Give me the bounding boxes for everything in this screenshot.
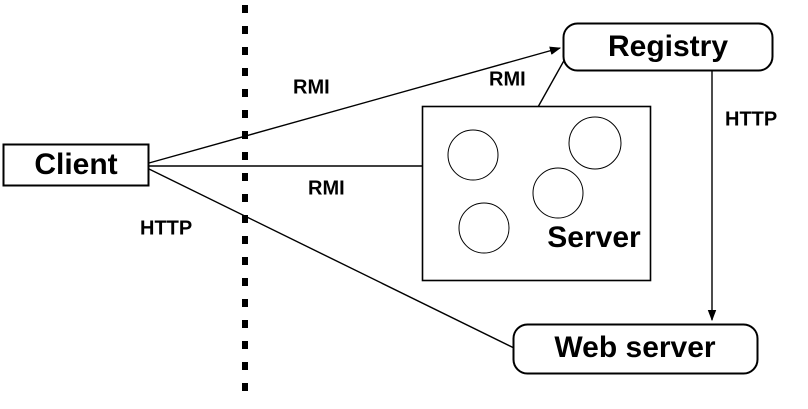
edge-label-rmi-client-registry: RMI (293, 76, 330, 98)
node-web-server[interactable]: Web server (512, 323, 759, 375)
edge-label-http-client-web-server: HTTP (140, 217, 192, 239)
edge-client-to-web-server (148, 168, 517, 350)
node-server[interactable]: Server (421, 105, 652, 282)
client-box[interactable] (2, 143, 150, 187)
client-label: Client (34, 148, 117, 181)
server-label: Server (547, 221, 641, 254)
web-server-box[interactable] (512, 323, 759, 375)
registry-box[interactable] (562, 22, 774, 72)
web-server-label: Web server (554, 331, 716, 364)
server-object-circle-3 (532, 167, 584, 219)
node-client[interactable]: Client (2, 143, 150, 187)
server-object-circle-1 (447, 129, 499, 181)
server-object-circle-4 (458, 202, 510, 254)
edge-registry-to-server (537, 56, 567, 108)
edge-client-to-registry (148, 46, 562, 164)
registry-label: Registry (608, 30, 728, 63)
edge-label-rmi-registry-server: RMI (489, 68, 526, 90)
node-registry[interactable]: Registry (562, 22, 774, 72)
edge-label-http-registry-web-server: HTTP (725, 108, 777, 130)
edge-label-rmi-client-server: RMI (308, 177, 345, 199)
server-object-circle-2 (568, 116, 622, 170)
